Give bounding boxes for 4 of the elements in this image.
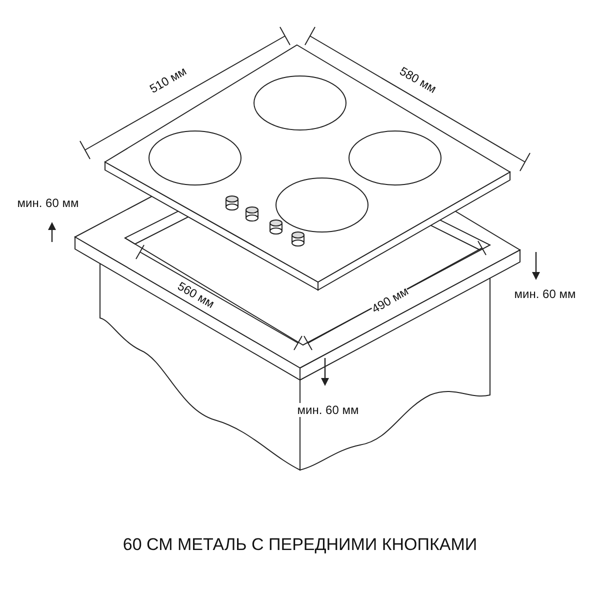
clearance-label: мин. 60 мм [297,403,359,417]
clearance-label: мин. 60 мм [17,196,79,210]
caption: 60 СМ МЕТАЛЬ С ПЕРЕДНИМИ КНОПКАМИ [122,535,478,555]
clearance-label: мин. 60 мм [514,287,576,301]
